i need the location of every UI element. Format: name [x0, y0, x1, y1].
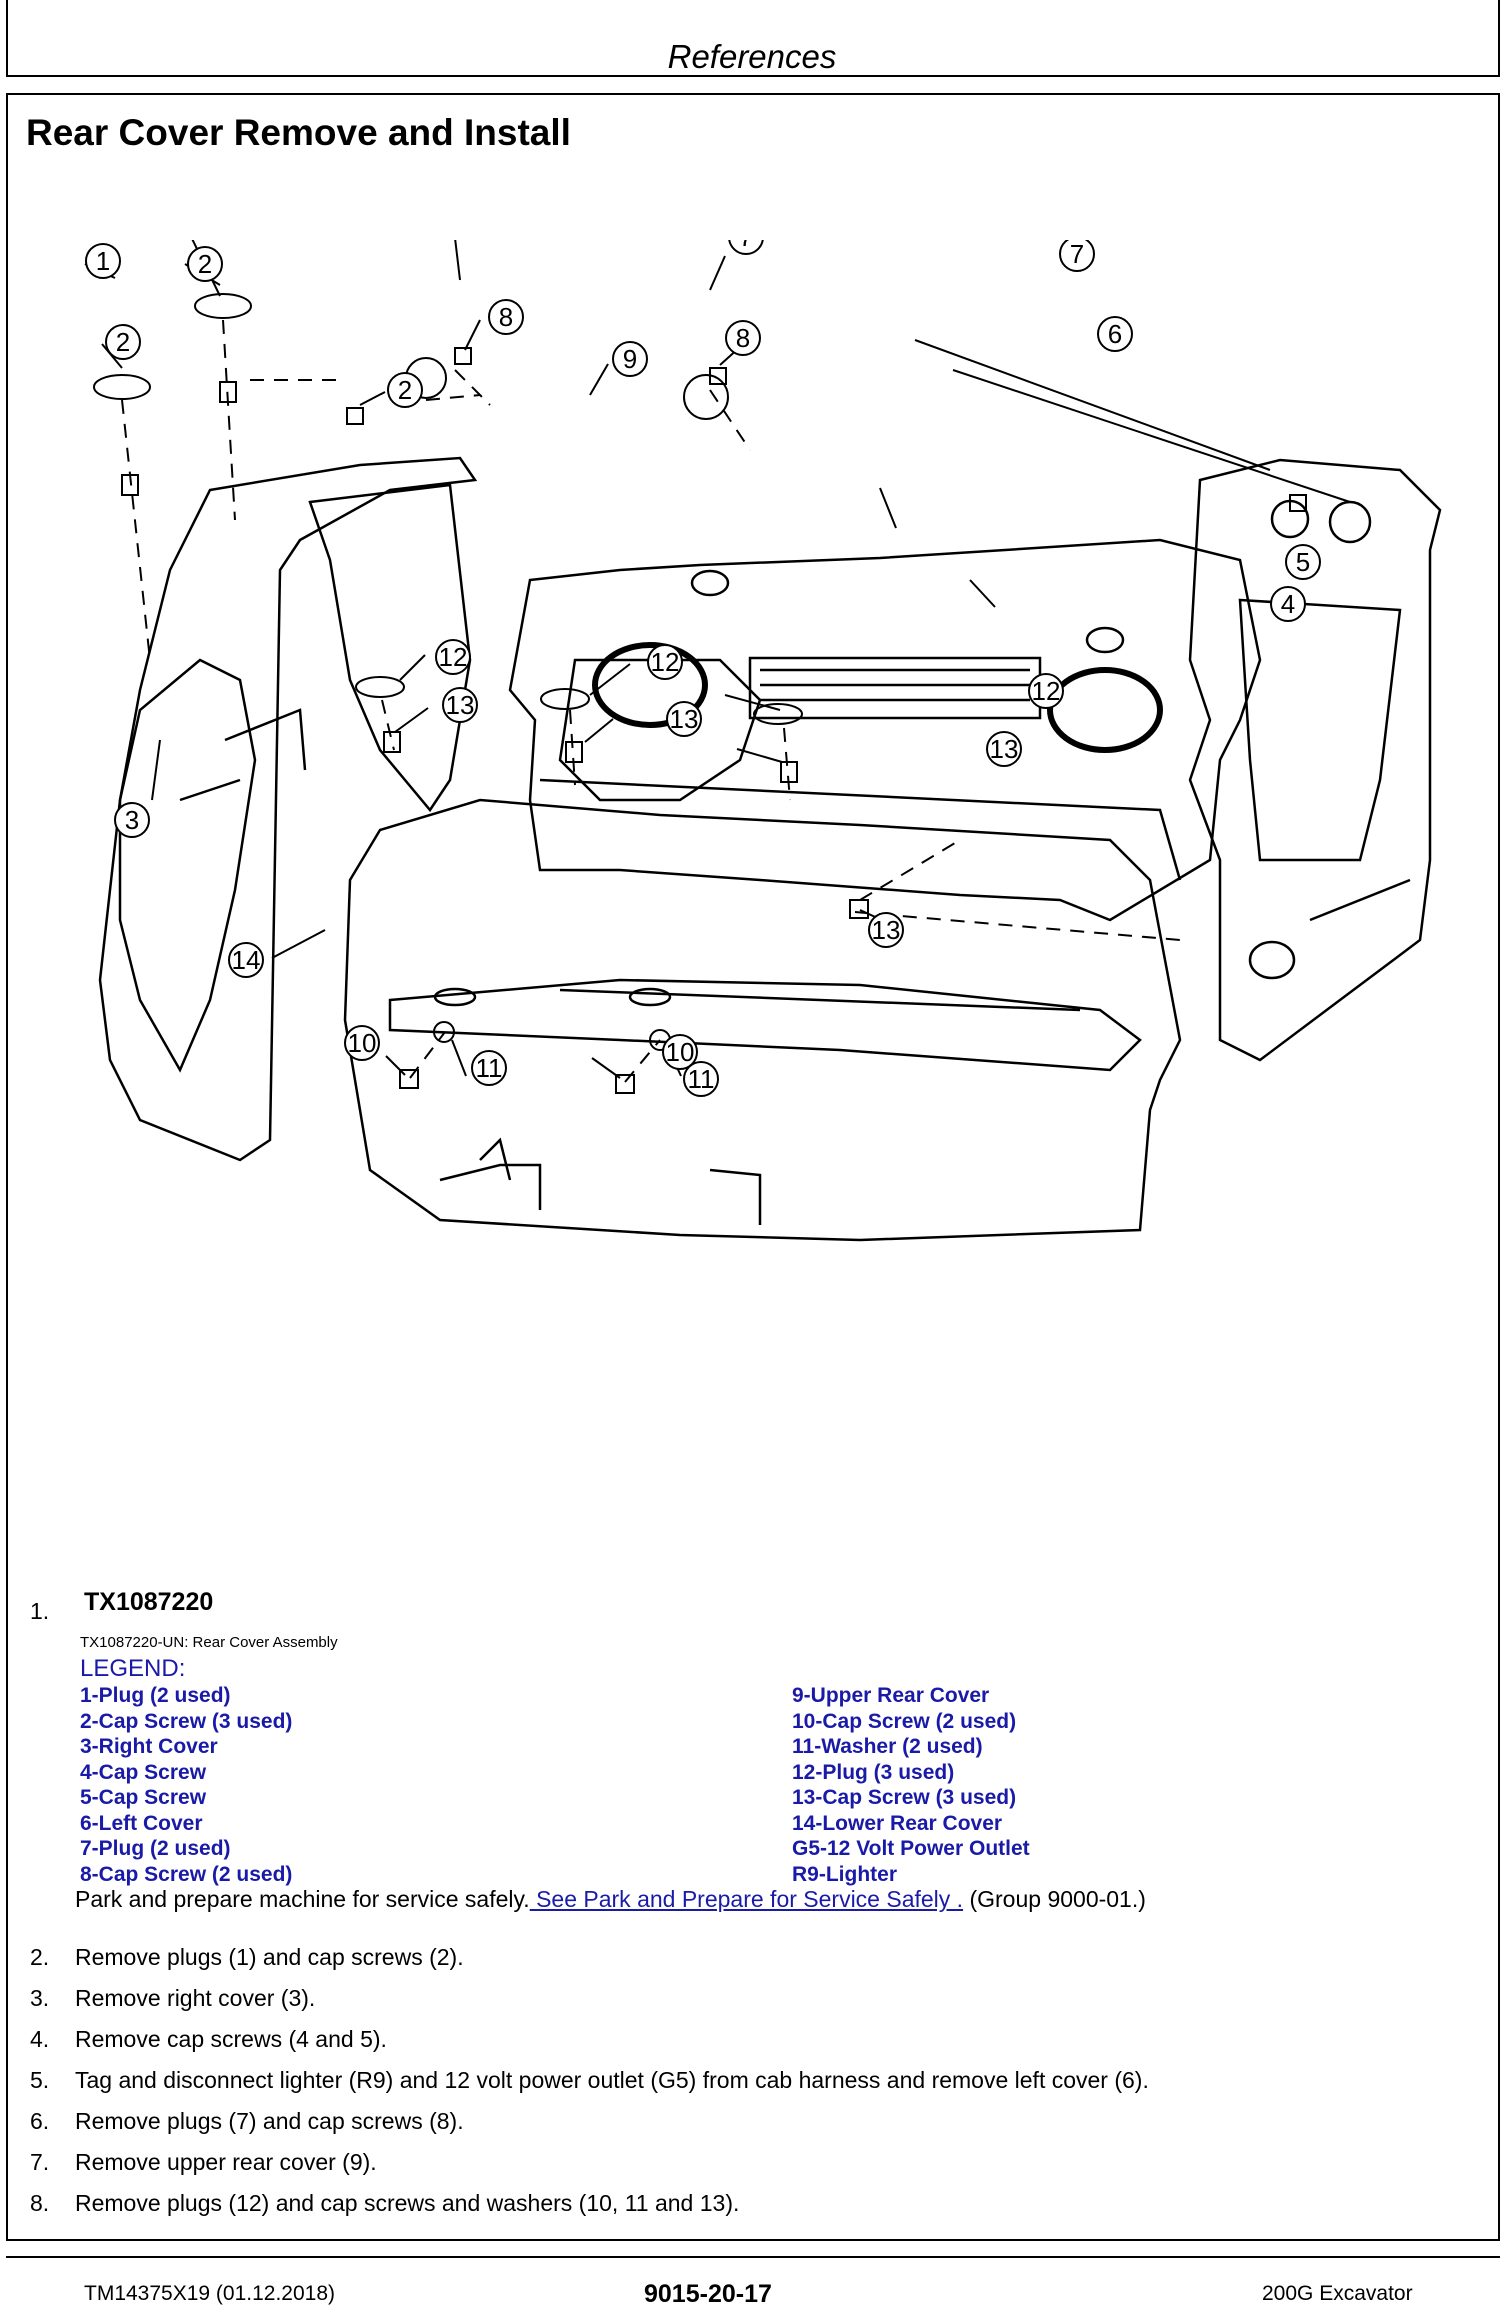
legend-item: 9-Upper Rear Cover: [792, 1684, 990, 1707]
footer-model: 200G Excavator: [1262, 2282, 1413, 2305]
legend-item: 4-Cap Screw: [80, 1760, 207, 1784]
step-4-number: 4.: [30, 2026, 50, 2052]
rear-cover-assembly-illustration: 1 1 2 2 2 3 7 8 8 9 7 6 5 4 13 14 12 13 …: [60, 240, 1490, 1620]
callout-12-right: 12: [1032, 676, 1061, 706]
callout-13-far: 13: [990, 734, 1019, 764]
figure-id: TX1087220: [84, 1588, 214, 1616]
step-8-text: Remove plugs (12) and cap screws and was…: [75, 2190, 740, 2216]
callout-10-right: 10: [666, 1037, 695, 1067]
callout-6: 6: [1108, 319, 1122, 349]
legend-item: 5-Cap Screw: [80, 1786, 207, 1809]
legend-item: R9-Lighter: [792, 1862, 897, 1886]
callout-1-left: 1: [96, 246, 110, 276]
page-title: Rear Cover Remove and Install: [26, 112, 571, 153]
legend-item: 12-Plug (3 used): [792, 1760, 955, 1784]
legend-left-column: 1-Plug (2 used) 2-Cap Screw (3 used) 3-R…: [80, 1683, 292, 1887]
step-2-number: 2.: [30, 1944, 50, 1970]
legend-item: 14-Lower Rear Cover: [792, 1811, 1003, 1835]
legend-item: 11-Washer (2 used): [792, 1735, 983, 1758]
step-1-group: (Group 9000-01.): [963, 1886, 1146, 1912]
legend-item: 7-Plug (2 used): [80, 1837, 231, 1860]
callout-8-left: 8: [499, 302, 513, 332]
step-6-number: 6.: [30, 2108, 50, 2134]
lower-rear-cover-shape: [343, 798, 1182, 1242]
legend-item: 2-Cap Screw (3 used): [80, 1709, 293, 1733]
step-5-number: 5.: [30, 2067, 50, 2093]
callout-4: 4: [1281, 589, 1295, 619]
step-1-number: 1.: [30, 1598, 50, 1624]
callout-2-top: 2: [198, 249, 212, 279]
callout-12-mid: 12: [651, 647, 680, 677]
step-7-number: 7.: [30, 2149, 50, 2175]
content-frame: [6, 93, 1500, 2241]
callout-3: 3: [125, 805, 139, 835]
legend-item: 13-Cap Screw (3 used): [792, 1786, 1017, 1809]
callout-13-right: 13: [872, 915, 901, 945]
step-8-number: 8.: [30, 2190, 50, 2216]
callout-g5: G5: [1424, 240, 1460, 243]
callout-14: 14: [232, 945, 261, 975]
step-3-text: Remove right cover (3).: [75, 1985, 316, 2011]
right-cover-shape: [98, 456, 478, 1162]
callout-circles: [85, 240, 1321, 1097]
figure-caption: TX1087220-UN: Rear Cover Assembly: [80, 1634, 338, 1651]
park-prepare-link[interactable]: See Park and Prepare for Service Safely …: [529, 1886, 964, 1912]
legend-right-column: 9-Upper Rear Cover 10-Cap Screw (2 used)…: [792, 1683, 1030, 1887]
step-1-intro: Park and prepare machine for service saf…: [75, 1886, 530, 1912]
callout-13-mid: 13: [670, 704, 699, 734]
step-2-text: Remove plugs (1) and cap screws (2).: [75, 1944, 464, 1970]
legend-item: 6-Left Cover: [80, 1811, 203, 1835]
step-7-text: Remove upper rear cover (9).: [75, 2149, 377, 2175]
legend-title: LEGEND:: [80, 1655, 186, 1682]
step-1-text: Park and prepare machine for service saf…: [75, 1886, 1146, 1913]
callout-11-right: 11: [688, 1064, 715, 1094]
legend-item: 8-Cap Screw (2 used): [80, 1862, 293, 1886]
footer-doc-id: TM14375X19 (01.12.2018): [84, 2282, 336, 2305]
callout-7-right: 7: [1070, 240, 1084, 269]
legend-item: G5-12 Volt Power Outlet: [792, 1837, 1030, 1860]
legend-item: 1-Plug (2 used): [80, 1684, 231, 1707]
callout-13-left: 13: [446, 690, 475, 720]
callout-9: 9: [623, 344, 637, 374]
fasteners: [93, 293, 1307, 1094]
legend-item: 10-Cap Screw (2 used): [792, 1709, 1017, 1733]
callout-10-left: 10: [348, 1028, 377, 1058]
step-6-text: Remove plugs (7) and cap screws (8).: [75, 2108, 464, 2134]
callout-5: 5: [1296, 547, 1310, 577]
callout-7-left: 7: [739, 240, 753, 252]
callout-2-left: 2: [116, 327, 130, 357]
footer-rule: [6, 2256, 1500, 2258]
callout-8-right: 8: [736, 323, 750, 353]
step-4-text: Remove cap screws (4 and 5).: [75, 2026, 387, 2052]
alignment-lines: [121, 319, 1181, 1083]
footer-page-number: 9015-20-17: [644, 2280, 772, 2308]
callout-11-left: 11: [476, 1053, 503, 1083]
header-box: [6, 0, 1500, 77]
left-cover-shape: [1188, 458, 1442, 1062]
legend-item: 3-Right Cover: [80, 1735, 218, 1758]
callout-2-right: 2: [398, 375, 412, 405]
callout-12-left: 12: [439, 642, 468, 672]
step-3-number: 3.: [30, 1985, 50, 2011]
header-title: References: [667, 38, 837, 75]
upper-rear-cover-shape: [508, 538, 1262, 922]
step-5-text: Tag and disconnect lighter (R9) and 12 v…: [75, 2067, 1149, 2093]
